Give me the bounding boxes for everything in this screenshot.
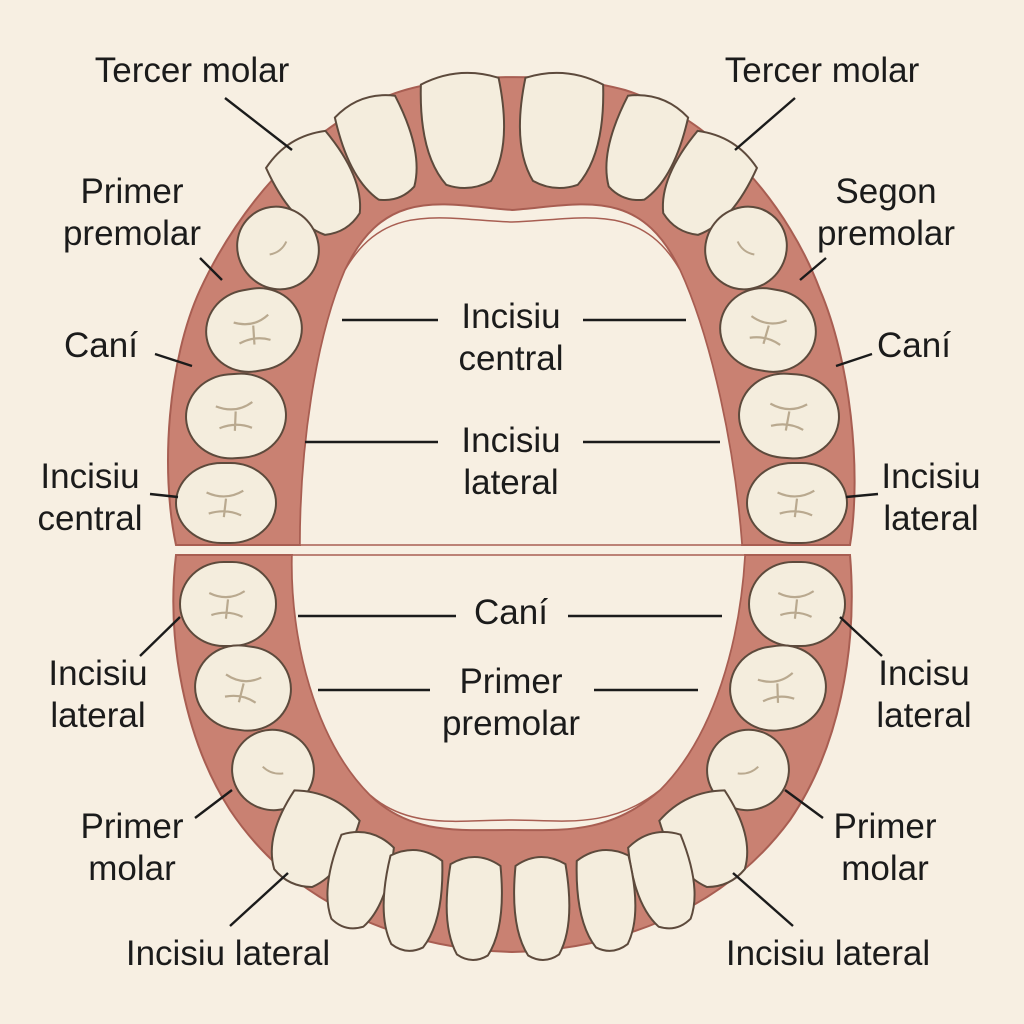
lower-tooth xyxy=(748,561,846,647)
upper-palate xyxy=(299,217,743,546)
leader-line xyxy=(734,97,796,151)
label-center-first-premolar: Primer premolar xyxy=(441,662,581,743)
label-bottom-right-lateral-incisor: Incisiu lateral xyxy=(725,934,931,973)
label-bottom-left-lateral-incisor: Incisiu lateral xyxy=(125,934,331,973)
lower-tooth xyxy=(326,831,395,930)
upper-tooth xyxy=(661,129,759,236)
leader-line xyxy=(799,257,827,281)
leader-line xyxy=(224,97,293,151)
upper-tooth xyxy=(738,372,840,460)
leader-line xyxy=(229,872,289,927)
lower-tooth xyxy=(194,644,292,732)
leader-line xyxy=(149,492,179,499)
label-upper-left-third-molar: Tercer molar xyxy=(94,51,290,90)
upper-tooth xyxy=(518,71,605,189)
leader-line xyxy=(732,872,794,927)
lower-tooth xyxy=(729,644,827,732)
label-lower-left-lateral-incisor: Incisiu lateral xyxy=(48,654,148,735)
lower-tooth xyxy=(706,728,790,812)
label-upper-left-canine: Caní xyxy=(64,326,138,365)
label-upper-right-canine: Caní xyxy=(877,326,951,365)
upper-tooth xyxy=(719,287,817,373)
leader-line xyxy=(199,257,223,281)
lower-tooth xyxy=(445,856,503,961)
upper-tooth xyxy=(605,94,690,202)
leader-line xyxy=(835,352,873,368)
lower-tooth xyxy=(382,849,444,952)
label-upper-left-first-premolar: Primer premolar xyxy=(62,172,202,253)
label-center-lateral-incisor: Incisiu lateral xyxy=(461,421,561,502)
lower-tooth xyxy=(513,856,571,961)
upper-tooth xyxy=(333,94,418,202)
label-upper-left-central-incisor: Incisiu central xyxy=(37,457,143,538)
leader-lines xyxy=(139,97,883,927)
label-center-central-incisor: Incisiu central xyxy=(458,297,564,378)
leader-line xyxy=(139,616,181,657)
upper-tooth xyxy=(205,287,303,373)
leader-line xyxy=(839,616,883,657)
leader-line xyxy=(784,789,824,819)
leader-line xyxy=(194,789,233,819)
leader-line xyxy=(154,352,193,368)
label-lower-left-first-molar: Primer molar xyxy=(80,807,184,888)
lower-floor xyxy=(291,554,746,823)
teeth xyxy=(175,71,848,961)
lower-tooth xyxy=(575,849,637,952)
upper-tooth xyxy=(746,462,848,544)
upper-tooth xyxy=(185,372,287,460)
upper-tooth xyxy=(175,462,277,544)
label-upper-right-second-premolar: Segon premolar xyxy=(816,172,956,253)
label-upper-right-lateral-incisor: Incisiu lateral xyxy=(881,457,981,538)
upper-tooth xyxy=(236,205,320,291)
upper-tooth xyxy=(419,71,506,189)
label-lower-right-lateral-incisor: Incisu lateral xyxy=(876,654,972,735)
label-lower-right-first-molar: Primer molar xyxy=(833,807,937,888)
leader-line xyxy=(845,492,879,499)
upper-tooth xyxy=(704,205,788,291)
label-upper-right-third-molar: Tercer molar xyxy=(724,51,920,90)
lower-tooth xyxy=(627,831,696,930)
label-center-canine: Caní xyxy=(474,593,548,632)
lower-tooth xyxy=(179,561,277,647)
